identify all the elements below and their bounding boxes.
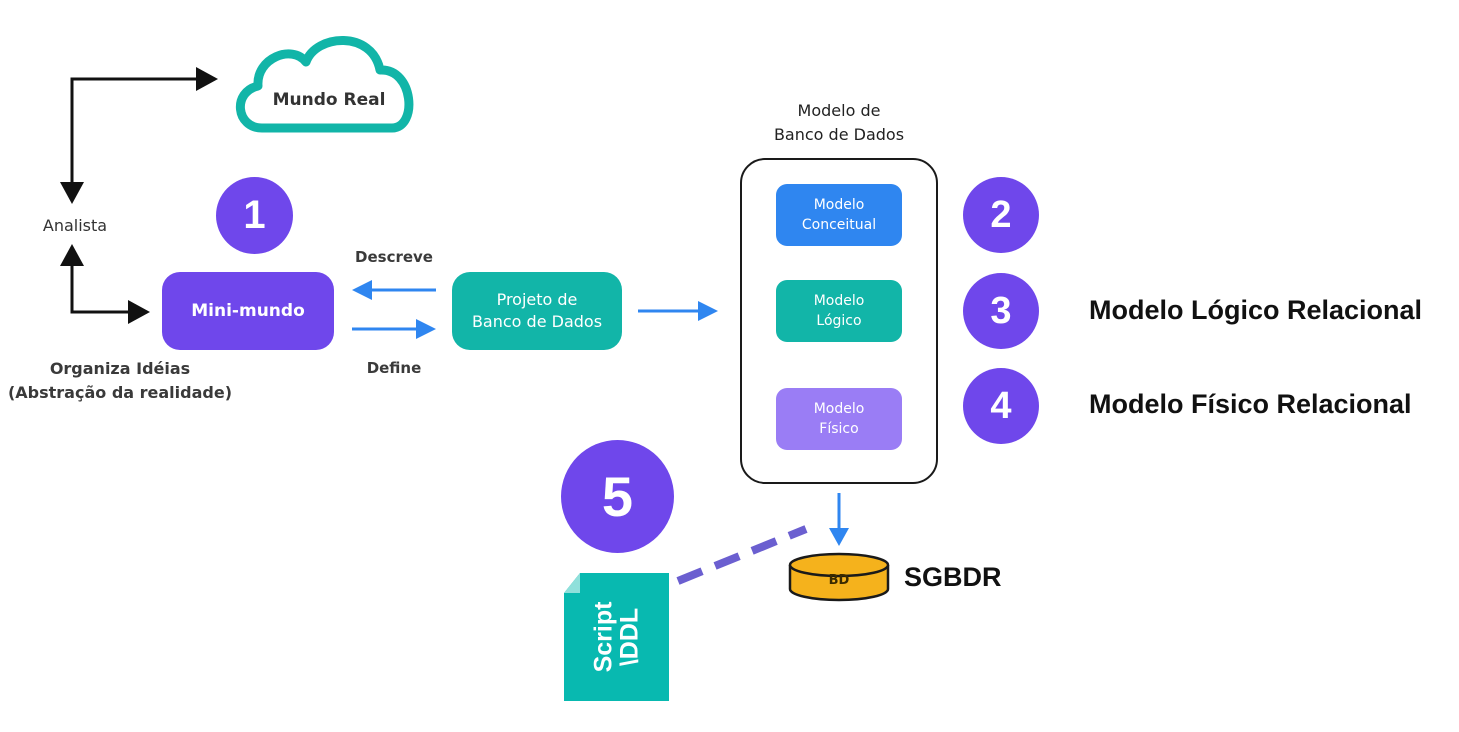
logical-label-line2: Lógico bbox=[816, 313, 862, 329]
conceptual-model-box: Modelo Conceitual bbox=[776, 184, 902, 246]
cloud-arrowhead bbox=[196, 67, 218, 91]
physical-relational-label: Modelo Físico Relacional bbox=[1089, 389, 1412, 419]
analyst-to-cloud-connector bbox=[70, 77, 210, 188]
miniworld-label: Mini-mundo bbox=[191, 301, 305, 321]
abstraction-label: (Abstração da realidade) bbox=[7, 383, 233, 402]
physical-model-box: Modelo Físico bbox=[776, 388, 902, 450]
db-model-title-line1: Modelo de bbox=[797, 101, 881, 120]
project-box: Projeto de Banco de Dados bbox=[452, 272, 622, 350]
step-2-badge: 2 bbox=[963, 177, 1039, 253]
defines-label: Define bbox=[366, 359, 422, 377]
script-document bbox=[564, 573, 669, 701]
database-label: BD bbox=[828, 573, 850, 588]
script-label-line2: \DDL bbox=[614, 607, 643, 667]
project-label-line1: Projeto de bbox=[496, 290, 578, 309]
organize-ideas-label: Organiza Idéias bbox=[49, 359, 191, 378]
logical-relational-label: Modelo Lógico Relacional bbox=[1089, 295, 1423, 325]
conceptual-label-line1: Modelo bbox=[813, 197, 865, 213]
step-5-badge: 5 bbox=[561, 440, 674, 553]
defines-arrowhead bbox=[416, 319, 436, 339]
project-to-model-arrowhead bbox=[698, 301, 718, 321]
model-to-db-arrowhead bbox=[829, 528, 849, 546]
analyst-label: Analista bbox=[42, 216, 108, 235]
conceptual-label-line2: Conceitual bbox=[801, 217, 877, 233]
cloud-shape bbox=[236, 36, 414, 133]
miniworld-arrowhead bbox=[128, 300, 150, 324]
step-3-badge: 3 bbox=[963, 273, 1039, 349]
analyst-up-arrowhead bbox=[60, 244, 84, 266]
script-text: Script \DDL bbox=[562, 573, 670, 701]
sgbdr-label: SGBDR bbox=[904, 562, 1002, 592]
logical-label-line1: Modelo bbox=[813, 293, 865, 309]
describes-label: Descreve bbox=[355, 248, 433, 266]
script-to-db-dashed-line bbox=[676, 525, 808, 585]
logical-model-box: Modelo Lógico bbox=[776, 280, 902, 342]
physical-label-line1: Modelo bbox=[813, 401, 865, 417]
step-1-badge: 1 bbox=[216, 177, 293, 254]
describes-arrowhead bbox=[352, 280, 372, 300]
analyst-down-arrowhead bbox=[60, 182, 84, 204]
analyst-to-miniworld-connector bbox=[70, 256, 140, 314]
miniworld-box: Mini-mundo bbox=[162, 272, 334, 350]
script-label-line1: Script bbox=[588, 601, 617, 673]
project-label-line2: Banco de Dados bbox=[471, 312, 603, 331]
database-cylinder bbox=[788, 552, 890, 602]
db-model-title-line2: Banco de Dados bbox=[773, 125, 905, 144]
physical-label-line2: Físico bbox=[819, 421, 859, 437]
step-4-badge: 4 bbox=[963, 368, 1039, 444]
cloud-label: Mundo Real bbox=[272, 90, 386, 110]
